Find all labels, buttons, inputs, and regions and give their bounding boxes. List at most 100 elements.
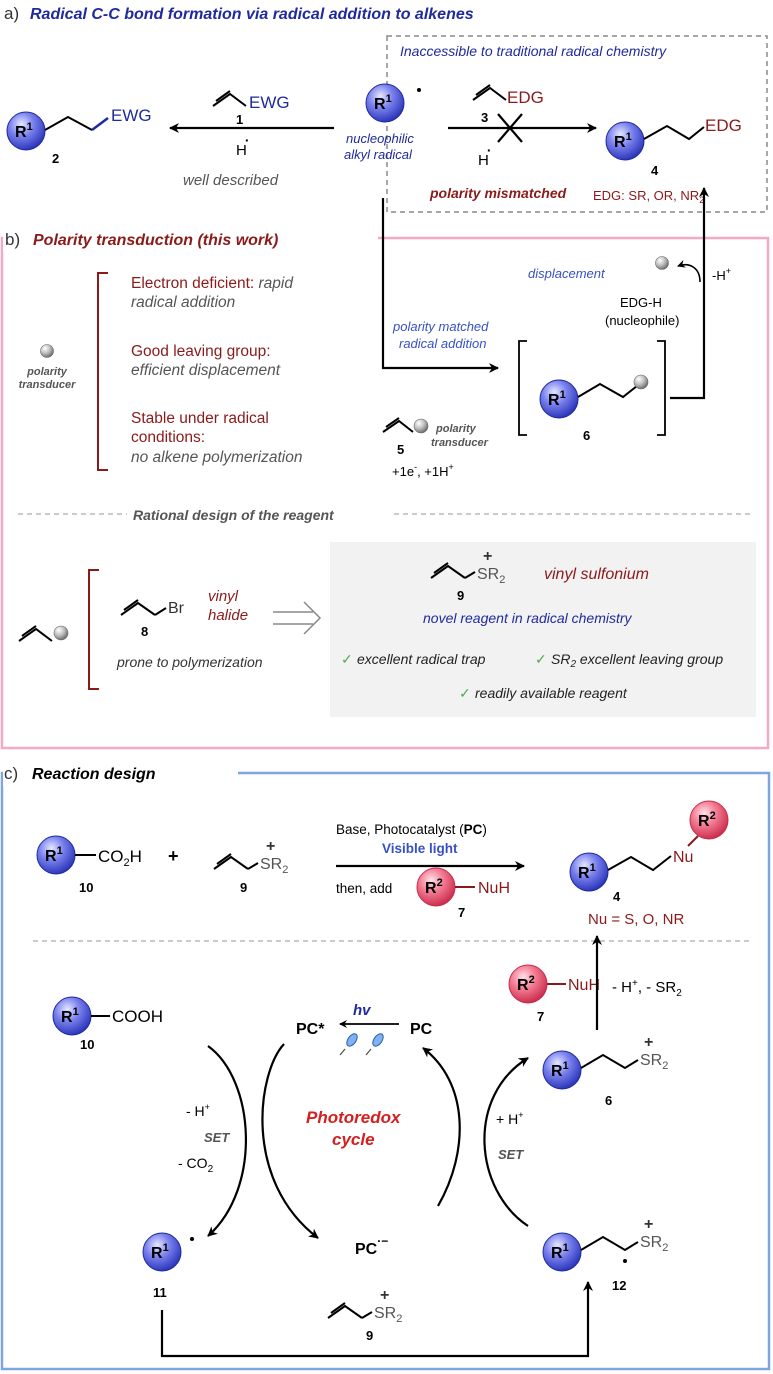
nucleophilic-label: nucleophilic bbox=[346, 131, 414, 146]
compound-number-11: 11 bbox=[153, 1285, 167, 1300]
r2-label: R2 bbox=[698, 810, 716, 830]
vinyl-bond bbox=[382, 419, 414, 433]
displacement-label: displacement bbox=[528, 266, 606, 281]
plus-charge: + bbox=[644, 1216, 653, 1233]
polarity-mismatched: polarity mismatched bbox=[429, 185, 567, 201]
compound-number-9: 9 bbox=[240, 880, 247, 895]
options-bracket bbox=[88, 569, 99, 690]
transducer-ball bbox=[53, 625, 69, 641]
radical-dot bbox=[190, 1237, 194, 1241]
cooh-label: COOH bbox=[112, 1007, 163, 1026]
r-label: R1 bbox=[578, 862, 596, 882]
led-leg bbox=[339, 1048, 346, 1056]
compound-number-9: 9 bbox=[457, 588, 464, 603]
vinyl-bond bbox=[472, 86, 507, 101]
displacement-arrow bbox=[670, 187, 709, 400]
h-atom-left: H· bbox=[236, 132, 250, 159]
novel-reagent-label: novel reagent in radical chemistry bbox=[423, 610, 633, 626]
cross-mark-2 bbox=[497, 113, 523, 143]
r1-ball bbox=[542, 1050, 582, 1090]
radical-dot bbox=[417, 88, 421, 92]
electron-proton-label: +1e-, +1H+ bbox=[392, 462, 454, 479]
arc-right bbox=[422, 1047, 461, 1207]
section-c-title-bg bbox=[3, 758, 238, 786]
vinyl-sulfonium-9: SR2 + 9 bbox=[213, 838, 288, 895]
vinyl-bond bbox=[327, 1304, 363, 1319]
compound-number-12: 12 bbox=[612, 1278, 626, 1293]
check-2-label: SR2 excellent leaving group bbox=[551, 651, 723, 670]
alkyl-radical-label: alkyl radical bbox=[344, 147, 413, 162]
vinyl-halide-8: Br 8 vinyl halide prone to polymerizatio… bbox=[116, 588, 263, 670]
edg-list: EDG: SR, OR, NR2 bbox=[593, 188, 704, 205]
h-atom-right: H· bbox=[478, 142, 492, 169]
leaving-group-ball bbox=[655, 256, 669, 270]
transducer-label-2: transducer bbox=[19, 379, 77, 391]
double-bond-line bbox=[330, 1302, 346, 1314]
transducer-ball bbox=[413, 418, 429, 434]
transducer-ball bbox=[40, 344, 54, 358]
product-2: R1 EWG 2 bbox=[6, 106, 152, 166]
r-label: R1 bbox=[61, 1006, 79, 1026]
visible-light: Visible light bbox=[382, 841, 458, 856]
compound-number-4: 4 bbox=[651, 163, 659, 178]
led-icon bbox=[339, 1033, 358, 1056]
section-c-letter: c) bbox=[4, 764, 18, 783]
r2-ball bbox=[689, 800, 729, 840]
compound-number-3: 3 bbox=[481, 110, 488, 125]
edg-label-product: EDG bbox=[705, 116, 742, 135]
reagent-5: polarity transducer 5 +1e-, +1H+ bbox=[382, 417, 489, 479]
nu-r2-bond bbox=[687, 835, 699, 847]
arc-reduction bbox=[483, 1057, 529, 1227]
product-4-top: R1 EDG 4 EDG: SR, OR, NR2 bbox=[593, 116, 742, 205]
right-bracket bbox=[657, 340, 666, 436]
vinyl-bond bbox=[213, 855, 249, 870]
prop-3-line-1: Stable under radical bbox=[131, 410, 269, 427]
r1-ball bbox=[542, 1232, 582, 1272]
transducer-label-1: polarity bbox=[26, 366, 68, 378]
br-label: Br bbox=[168, 600, 185, 617]
compound-number-7: 7 bbox=[458, 905, 465, 920]
transducer-label-2: transducer bbox=[431, 437, 489, 449]
compound-number-6: 6 bbox=[605, 1093, 612, 1108]
compound-number-9: 9 bbox=[366, 1328, 373, 1343]
prone-polymerization: prone to polymerization bbox=[116, 654, 263, 670]
compound-number-2: 2 bbox=[52, 151, 59, 166]
sr2-label: SR2 bbox=[374, 1305, 402, 1325]
vinyl-bond bbox=[212, 92, 247, 107]
ewg-label-reagent: EWG bbox=[249, 93, 290, 112]
plus-charge: + bbox=[266, 838, 275, 855]
c-s-bond bbox=[247, 862, 259, 870]
vinyl-bond bbox=[120, 601, 156, 616]
r1-ball bbox=[142, 1232, 182, 1272]
nucleophile-label: (nucleophile) bbox=[605, 313, 679, 328]
vinyl-halide-label-1: vinyl bbox=[208, 588, 239, 605]
sr2-label: SR2 bbox=[640, 1234, 668, 1254]
radical-dot bbox=[623, 1259, 627, 1263]
plus-h-right: + H+ bbox=[496, 1110, 523, 1127]
compound-number-6: 6 bbox=[583, 428, 590, 443]
check-icon: ✓ bbox=[535, 651, 547, 667]
section-b-title: Polarity transduction (this work) bbox=[33, 232, 278, 249]
double-bond-line bbox=[475, 84, 491, 96]
pc-star: PC* bbox=[296, 1021, 325, 1038]
matched-label-1: polarity matched bbox=[392, 319, 489, 334]
vinyl-sulfonium-9-bottom: SR2 + 9 bbox=[327, 1287, 402, 1343]
vinyl-bond bbox=[430, 564, 466, 579]
ewg-label: EWG bbox=[111, 106, 152, 125]
well-described: well described bbox=[183, 172, 279, 189]
minus-h-left: - H+ bbox=[186, 1102, 210, 1119]
nuh-label: NuH bbox=[568, 977, 600, 994]
section-a-title: Radical C-C bond formation via radical a… bbox=[30, 6, 474, 23]
elimination-label: - H+, - SR2 bbox=[612, 978, 682, 999]
prop-3-line-3: no alkene polymerization bbox=[131, 449, 302, 466]
reagent-box bbox=[330, 542, 756, 717]
check-icon: ✓ bbox=[341, 651, 353, 667]
r-label: R1 bbox=[374, 93, 392, 113]
sulfonium-6: R1 SR2 + 6 bbox=[542, 1034, 668, 1108]
section-a: a) Radical C-C bond formation via radica… bbox=[4, 4, 768, 213]
section-b-border bbox=[0, 236, 770, 750]
nucleophile-7-cycle: R2 NuH 7 bbox=[508, 964, 600, 1024]
curved-displacement-arrow bbox=[677, 259, 701, 283]
double-bond-line bbox=[215, 90, 231, 102]
left-bracket bbox=[518, 340, 527, 436]
